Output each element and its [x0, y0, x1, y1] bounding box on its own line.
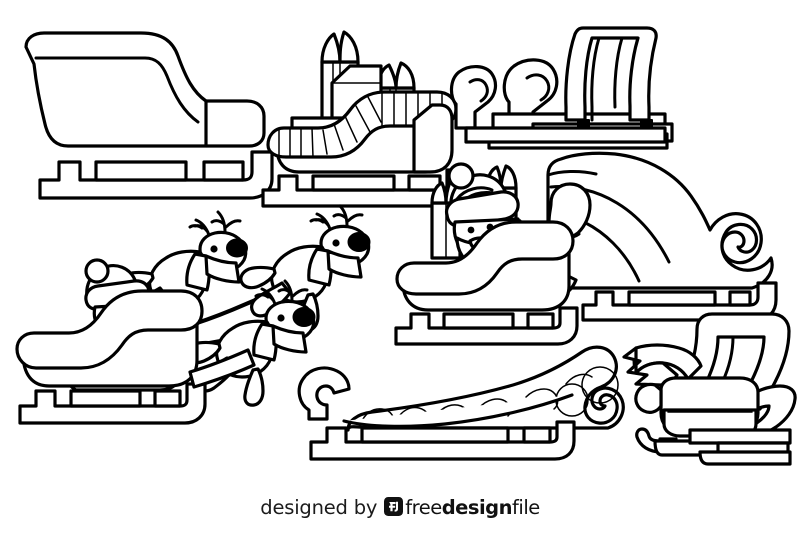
brand-file: file — [512, 496, 540, 519]
designed-by-label: designed by — [260, 495, 378, 519]
brand-design: design — [441, 496, 513, 519]
sleigh-with-gifts — [261, 30, 466, 208]
santa-sleigh-reindeer — [15, 204, 371, 425]
footer-credit: designed by free design file — [0, 495, 800, 520]
brand-free: free — [405, 496, 442, 519]
freedesignfile-logo-icon — [384, 497, 404, 516]
sleigh-spiral-scroll — [546, 151, 778, 322]
sleigh-classic-curved — [24, 31, 274, 200]
sleigh-ornate-low — [297, 345, 625, 461]
sleigh-perspective-highback — [622, 312, 797, 466]
santa-in-sleigh — [394, 162, 592, 346]
sled-toboggan-seat — [449, 26, 674, 150]
reindeer-2 — [239, 204, 371, 332]
freedesignfile-brand: free design file — [384, 495, 540, 519]
